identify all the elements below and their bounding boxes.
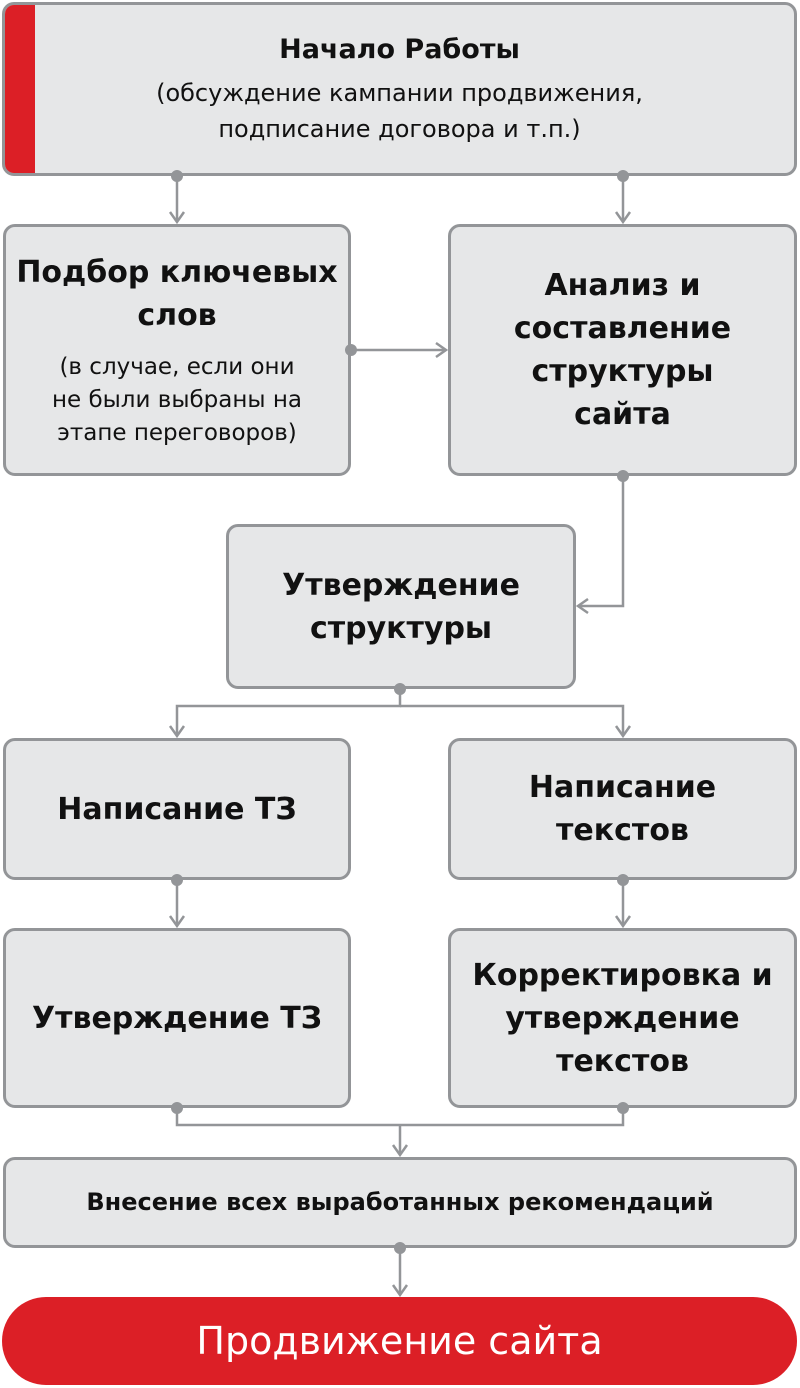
- arrowhead-write-texts: [614, 725, 632, 739]
- arrowhead-apply-recommendations: [391, 1144, 409, 1158]
- arrowhead-analysis: [614, 211, 632, 225]
- connector-merge: [175, 1108, 625, 1127]
- connector-approve-structure-split: [175, 689, 402, 736]
- node-keywords-subtitle: (в случае, если они не были выбраны на э…: [51, 353, 303, 446]
- node-promotion-title: Продвижение сайта: [196, 1319, 603, 1363]
- arrowhead-promotion: [391, 1284, 409, 1298]
- node-write-texts-title: Написание текстов: [528, 770, 717, 848]
- node-promotion: Продвижение сайта: [2, 1297, 797, 1385]
- accent-bar: [5, 5, 35, 173]
- connector-approve-structure-split-right: [400, 704, 625, 736]
- node-write-spec-title: Написание ТЗ: [57, 791, 297, 827]
- node-approve-spec: Утверждение ТЗ: [3, 928, 351, 1108]
- arrowhead-write-spec: [168, 725, 186, 739]
- node-start-subtitle: (обсуждение кампании продвижения, подпис…: [156, 79, 643, 143]
- node-approve-structure: Утверждение структуры: [226, 524, 576, 689]
- arrowhead-approve-spec: [168, 915, 186, 929]
- node-start: Начало Работы (обсуждение кампании продв…: [2, 2, 797, 176]
- arrowhead-approve-structure: [575, 597, 589, 615]
- node-apply-recommendations-title: Внесение всех выработанных рекомендаций: [86, 1188, 714, 1216]
- connector-analysis-to-approve-structure: [578, 476, 625, 608]
- node-analysis-title: Анализ и составление структуры сайта: [513, 268, 732, 432]
- node-apply-recommendations: Внесение всех выработанных рекомендаций: [3, 1157, 797, 1248]
- node-keywords: Подбор ключевых слов (в случае, если они…: [3, 224, 351, 476]
- arrowhead-correct-texts: [614, 915, 632, 929]
- node-correct-texts-title: Корректировка и утверждение текстов: [472, 957, 773, 1079]
- node-write-spec: Написание ТЗ: [3, 738, 351, 880]
- node-approve-structure-title: Утверждение структуры: [282, 567, 520, 646]
- node-write-texts: Написание текстов: [448, 738, 797, 880]
- node-approve-spec-title: Утверждение ТЗ: [31, 1000, 323, 1036]
- arrowhead-keywords: [168, 211, 186, 225]
- arrowhead-analysis-side: [435, 341, 449, 359]
- node-correct-texts: Корректировка и утверждение текстов: [448, 928, 797, 1108]
- node-keywords-title: Подбор ключевых слов: [16, 254, 338, 333]
- node-analysis: Анализ и составление структуры сайта: [448, 224, 797, 476]
- node-start-title: Начало Работы: [279, 34, 520, 65]
